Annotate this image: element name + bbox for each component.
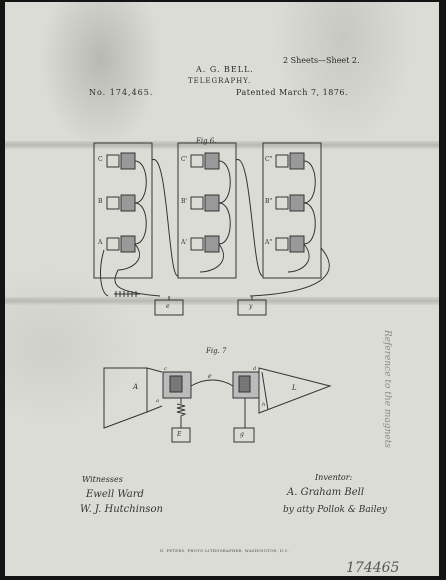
fig6-box-label-e: e bbox=[166, 303, 170, 310]
fig6-wire-out bbox=[100, 247, 330, 297]
fig6-label-B2: B" bbox=[265, 198, 273, 205]
lithographer-credit: N. PETERS, PHOTO-LITHOGRAPHER, WASHINGTO… bbox=[160, 549, 290, 553]
margin-note: Reference to the magnets bbox=[382, 330, 392, 448]
fig7-label: Fig. 7 bbox=[206, 347, 227, 355]
fig7-drawing bbox=[103, 367, 332, 443]
fig6-wire-links bbox=[151, 159, 264, 277]
fig6-wire-1 bbox=[117, 160, 147, 271]
fig7-label-g: g bbox=[240, 431, 244, 438]
fig7-label-A: A bbox=[133, 383, 139, 391]
fig7-horn-right bbox=[258, 367, 332, 414]
attorney-signature: by atty Pollok & Bailey bbox=[283, 505, 387, 515]
inventor-signature: A. Graham Bell bbox=[287, 487, 365, 498]
fig7-label-E: E bbox=[177, 431, 182, 438]
fig6-label-A2: A" bbox=[265, 239, 273, 246]
witnesses-label: Witnesses bbox=[82, 475, 123, 484]
fig6-frame-1 bbox=[93, 142, 153, 279]
fig7-wire bbox=[190, 379, 234, 387]
witness-signature-2: W. J. Hutchinson bbox=[80, 504, 163, 515]
patent-title: TELEGRAPHY. bbox=[188, 77, 252, 85]
fig6-label-B1: B' bbox=[181, 198, 188, 205]
fig6-label-C: C bbox=[98, 156, 103, 163]
fig7-label-h: h bbox=[262, 402, 266, 408]
fig6-label-C2: C" bbox=[265, 156, 273, 163]
fig7-label-d: d bbox=[253, 366, 257, 372]
fig6-magnet-set-2 bbox=[190, 152, 220, 253]
inventor-name: A. G. BELL. bbox=[196, 65, 254, 74]
fig6-label-B: B bbox=[98, 198, 103, 205]
fig6-magnet-set-3 bbox=[275, 152, 305, 253]
fig7-label-L: L bbox=[292, 384, 297, 392]
fig6-ground bbox=[114, 291, 140, 297]
fig6-magnet-set-1 bbox=[106, 152, 136, 253]
fig7-label-c: c bbox=[164, 366, 167, 372]
fig6-label: Fig 6. bbox=[196, 137, 217, 145]
fig7-coil bbox=[176, 398, 187, 428]
patent-sheet bbox=[5, 2, 439, 576]
fig6-wire-2 bbox=[199, 160, 231, 273]
patent-date: Patented March 7, 1876. bbox=[236, 88, 349, 97]
fig6-box-label-y: y bbox=[249, 303, 253, 310]
fig7-horn-left bbox=[103, 367, 148, 429]
fig7-box-g bbox=[233, 427, 255, 443]
witness-signature-1: Ewell Ward bbox=[86, 489, 144, 500]
fig6-frame-2 bbox=[177, 142, 237, 279]
fold-line-top bbox=[5, 141, 439, 149]
fig6-wire-3 bbox=[287, 160, 316, 273]
sheet-count: 2 Sheets—Sheet 2. bbox=[283, 56, 360, 65]
fig6-drawing bbox=[93, 142, 330, 316]
fold-line-bottom bbox=[5, 297, 439, 305]
fig6-label-A: A bbox=[98, 239, 103, 246]
fig6-label-C1: C' bbox=[181, 156, 188, 163]
fig7-label-a: a bbox=[156, 398, 159, 404]
fig7-box-E bbox=[171, 427, 191, 443]
inventor-label: Inventor: bbox=[315, 473, 353, 482]
fig6-frame-3 bbox=[262, 142, 322, 279]
fig6-label-A1: A' bbox=[181, 239, 187, 246]
patent-number: No. 174,465. bbox=[89, 88, 154, 97]
handwritten-number: 174465 bbox=[346, 560, 400, 576]
fig7-label-e: e bbox=[208, 373, 212, 380]
